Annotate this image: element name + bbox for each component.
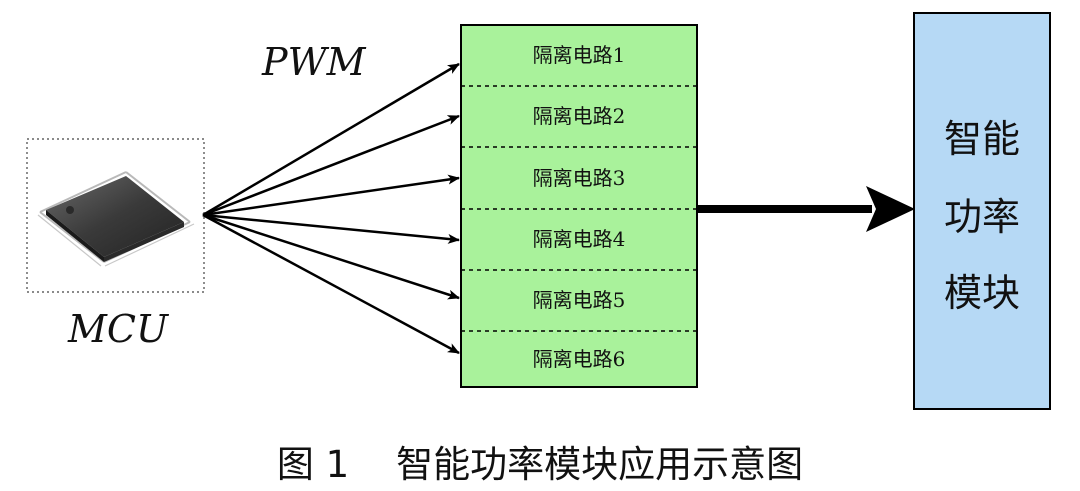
ipm-line-2: 功率 xyxy=(944,195,1020,239)
mcu-label: MCU xyxy=(67,307,170,351)
pwm-label: PWM xyxy=(261,40,367,84)
pwm-arrow-1 xyxy=(202,62,460,217)
ipm-block: 智能 功率 模块 xyxy=(913,12,1051,410)
isolation-circuit-6: 隔离电路6 xyxy=(533,347,626,371)
isolation-block: 隔离电路1 隔离电路2 隔离电路3 隔离电路4 隔离电路5 隔离电路6 xyxy=(460,24,698,388)
isolation-circuit-4: 隔离电路4 xyxy=(533,227,626,251)
qfp-chip-icon xyxy=(37,171,195,267)
ipm-line-3: 模块 xyxy=(944,271,1020,315)
isolation-circuit-1: 隔离电路1 xyxy=(533,43,626,67)
pwm-arrow-6 xyxy=(202,213,460,355)
pwm-arrow-4 xyxy=(202,213,460,244)
isolation-circuit-2: 隔离电路2 xyxy=(533,104,626,128)
pwm-arrow-5 xyxy=(202,213,460,300)
isolation-circuit-5: 隔离电路5 xyxy=(533,288,626,312)
output-arrow xyxy=(697,186,915,232)
pwm-arrow-3 xyxy=(202,174,460,217)
pwm-arrow-2 xyxy=(202,114,460,217)
figure-caption: 图 1 智能功率模块应用示意图 xyxy=(277,443,803,486)
pwm-arrows xyxy=(202,62,460,355)
ipm-line-1: 智能 xyxy=(944,117,1020,161)
isolation-circuit-3: 隔离电路3 xyxy=(533,166,626,190)
